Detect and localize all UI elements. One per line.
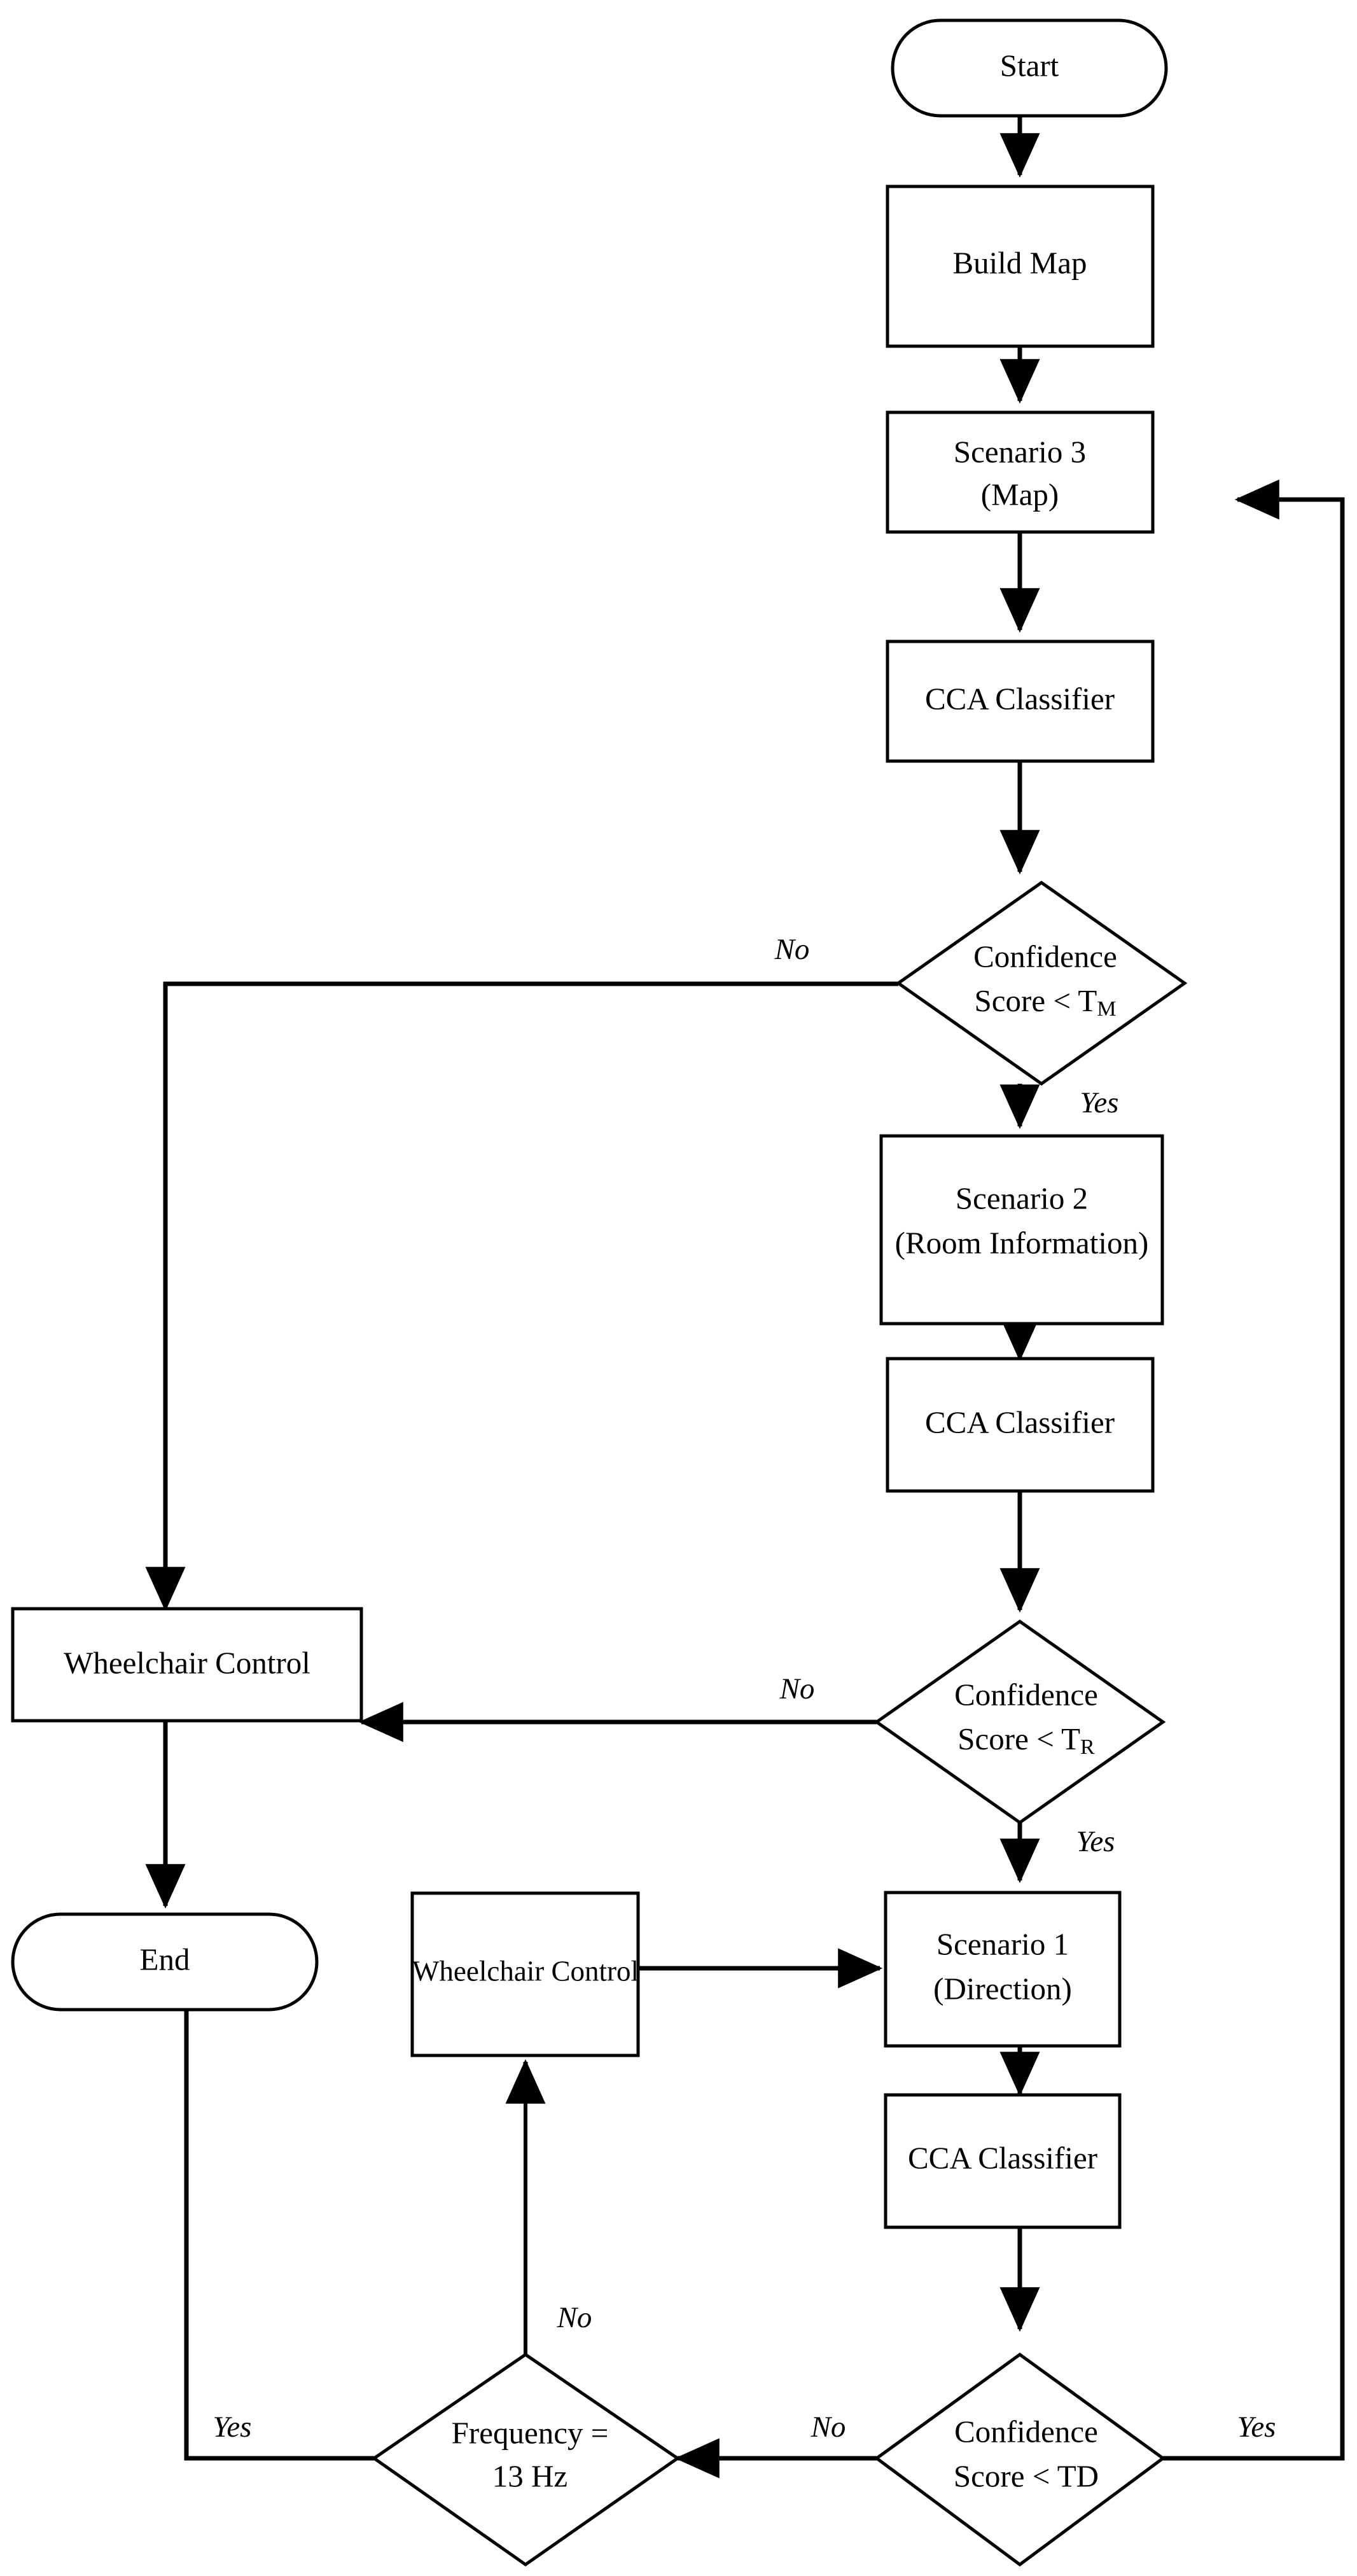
node-build-map-label: Build Map (953, 245, 1087, 280)
node-wheelchair-control-left[interactable] (11, 1607, 363, 1723)
node-decision-confidence-map-line1: Confidence (973, 939, 1117, 974)
node-scenario1-label-line2: (Direction) (933, 1971, 1072, 2006)
node-decision-confidence-dir-line1: Confidence (954, 2414, 1098, 2449)
node-scenario3[interactable] (886, 410, 1155, 534)
edge-decision-map-no-path (163, 981, 898, 1604)
node-cca-classifier-1-label: CCA Classifier (925, 681, 1115, 716)
node-wheelchair-control-mid[interactable] (410, 1891, 640, 2057)
node-start-label: Start (1000, 48, 1059, 83)
edge-label-decision-room-yes: Yes (1076, 1825, 1115, 1858)
node-decision-confidence-dir-line2: Score < TD (954, 2458, 1099, 2493)
node-scenario3-label-line1: Scenario 3 (954, 434, 1086, 469)
node-wheelchair-control-mid-label: Wheelchair Control (412, 1955, 639, 1987)
node-decision-confidence-map-line2: Score < TM (975, 983, 1117, 1021)
edge-label-decision-freq-no: No (557, 2301, 592, 2334)
edge-label-decision-dir-yes: Yes (1237, 2411, 1276, 2444)
node-cca-classifier-1[interactable] (886, 640, 1155, 763)
node-decision-frequency-line2: 13 Hz (492, 2458, 567, 2493)
node-wheelchair-control-left-label: Wheelchair Control (64, 1645, 310, 1680)
edge-label-decision-room-no: No (779, 1672, 815, 1705)
node-decision-confidence-room[interactable] (873, 1619, 1166, 1825)
node-scenario2[interactable] (879, 1134, 1164, 1326)
node-decision-confidence-map[interactable] (895, 880, 1188, 1086)
node-decision-frequency-line1: Frequency = (452, 2415, 609, 2450)
node-decision-frequency[interactable] (371, 2352, 681, 2567)
node-build-map[interactable] (886, 185, 1155, 348)
edge-decision-freq-yes-path (184, 1966, 374, 2461)
edge-label-decision-dir-no: No (811, 2411, 846, 2444)
node-cca-classifier-2[interactable] (886, 1357, 1155, 1493)
node-decision-confidence-room-line1: Confidence (954, 1677, 1098, 1712)
node-scenario2-label-line1: Scenario 2 (956, 1180, 1088, 1215)
node-cca-classifier-2-label: CCA Classifier (925, 1404, 1115, 1439)
edge-label-decision-freq-yes: Yes (213, 2411, 252, 2444)
node-start[interactable] (891, 18, 1168, 118)
edge-decision-dir-yes-path (1163, 497, 1345, 2461)
node-end[interactable] (11, 1912, 319, 2012)
node-cca-classifier-3[interactable] (884, 2093, 1122, 2229)
node-scenario1[interactable] (884, 1891, 1122, 2048)
edge-label-decision-map-yes: Yes (1080, 1086, 1119, 1119)
node-decision-confidence-dir[interactable] (873, 2352, 1166, 2567)
edge-label-decision-map-no: No (774, 933, 810, 966)
node-scenario3-label-line2: (Map) (981, 477, 1059, 512)
node-end-label: End (140, 1942, 190, 1977)
node-scenario2-label-line2: (Room Information) (895, 1225, 1149, 1260)
node-cca-classifier-3-label: CCA Classifier (908, 2140, 1097, 2175)
node-decision-confidence-room-line2: Score < TR (957, 1721, 1095, 1759)
node-scenario1-label-line1: Scenario 1 (936, 1926, 1069, 1961)
